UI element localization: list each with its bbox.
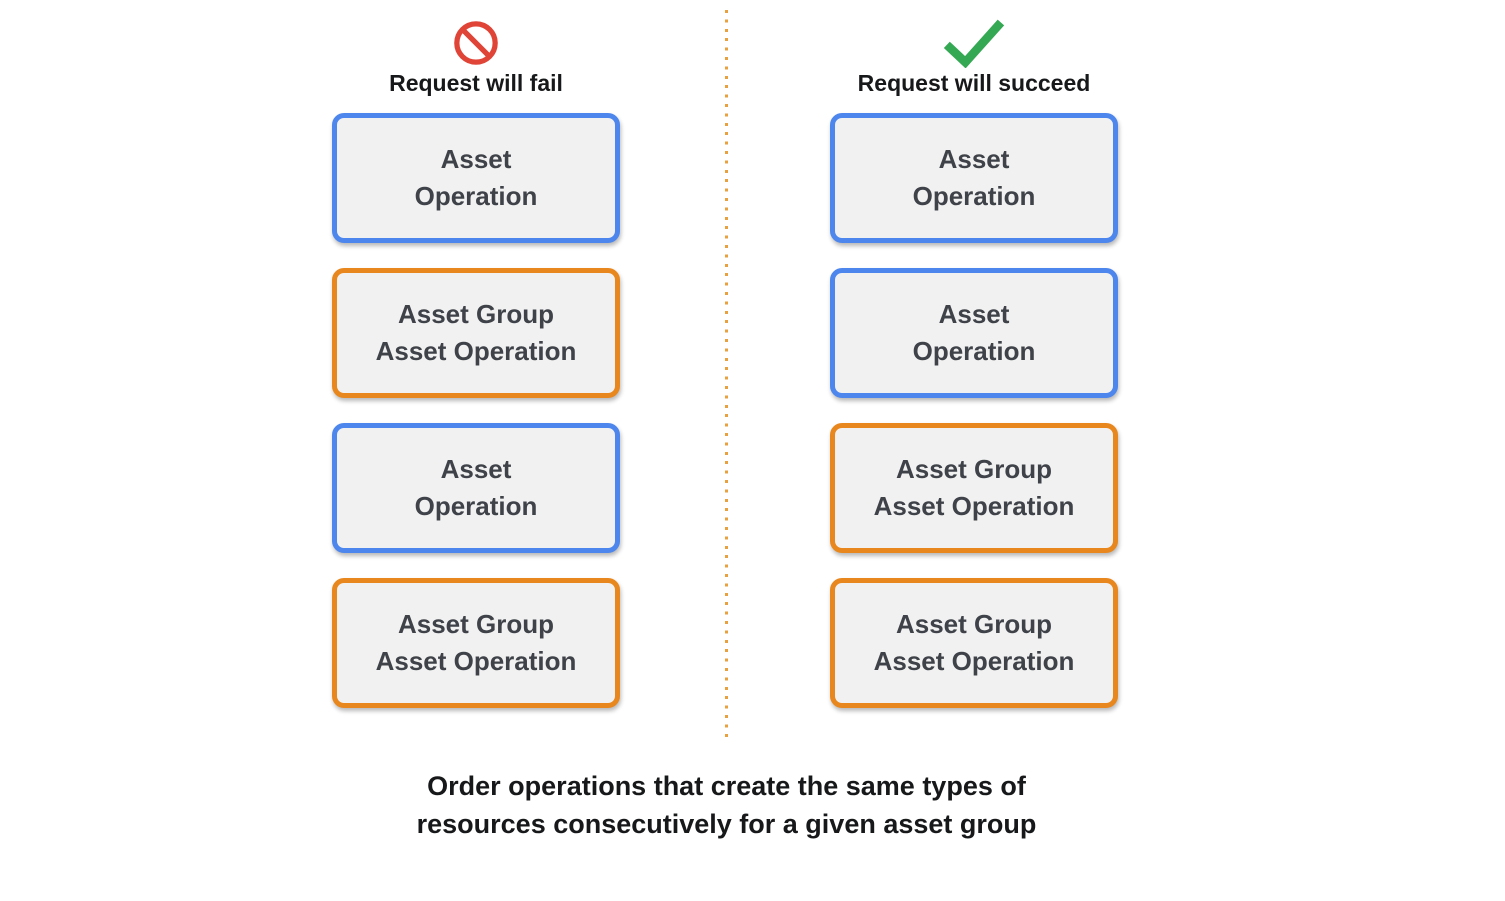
fail-column-title: Request will fail <box>389 70 563 96</box>
box-label-line: Asset Group <box>895 609 1052 639</box>
caption-line: resources consecutively for a given asse… <box>416 809 1037 839</box>
box-label: Asset Operation <box>415 451 538 525</box>
box-label-line: Asset Operation <box>873 491 1075 521</box>
box-label-line: Asset Operation <box>375 646 577 676</box>
box-label: Asset Operation <box>913 141 1036 215</box>
asset-group-asset-operation-box: Asset Group Asset Operation <box>332 578 620 708</box>
succeed-header: Request will succeed <box>830 19 1118 98</box>
box-label-line: Asset Group <box>895 454 1052 484</box>
box-label-line: Asset <box>938 144 1010 174</box>
asset-group-asset-operation-box: Asset Group Asset Operation <box>332 268 620 398</box>
asset-operation-box: Asset Operation <box>332 113 620 243</box>
fail-header: Request will fail <box>332 20 620 98</box>
box-label: Asset Operation <box>913 296 1036 370</box>
box-label-line: Asset Group <box>397 609 554 639</box>
box-label-line: Operation <box>912 181 1036 211</box>
box-label-line: Asset <box>938 299 1010 329</box>
box-label: Asset Group Asset Operation <box>874 606 1075 680</box>
box-label-line: Asset <box>440 144 512 174</box>
box-label: Asset Group Asset Operation <box>376 296 577 370</box>
asset-group-asset-operation-box: Asset Group Asset Operation <box>830 578 1118 708</box>
box-label-line: Asset Group <box>397 299 554 329</box>
box-label: Asset Group Asset Operation <box>376 606 577 680</box>
box-label: Asset Group Asset Operation <box>874 451 1075 525</box>
asset-group-asset-operation-box: Asset Group Asset Operation <box>830 423 1118 553</box>
box-label-line: Operation <box>912 336 1036 366</box>
box-label-line: Asset <box>440 454 512 484</box>
box-label: Asset Operation <box>415 141 538 215</box>
column-divider-dotted-line <box>725 10 728 737</box>
succeed-box-stack: Asset Operation Asset Operation Asset Gr… <box>830 113 1118 708</box>
fail-box-stack: Asset Operation Asset Group Asset Operat… <box>332 113 620 708</box>
succeed-column-title: Request will succeed <box>857 70 1091 96</box>
asset-operation-box: Asset Operation <box>830 268 1118 398</box>
caption: Order operations that create the same ty… <box>0 767 1453 843</box>
fail-column: Request will fail Asset Operation Asset … <box>332 20 620 708</box>
asset-operation-box: Asset Operation <box>830 113 1118 243</box>
caption-line: Order operations that create the same ty… <box>427 771 1026 801</box>
checkmark-icon <box>943 19 1005 68</box>
asset-operation-box: Asset Operation <box>332 423 620 553</box>
succeed-column: Request will succeed Asset Operation Ass… <box>830 19 1118 708</box>
box-label-line: Operation <box>414 491 538 521</box>
box-label-line: Asset Operation <box>375 336 577 366</box>
box-label-line: Asset Operation <box>873 646 1075 676</box>
prohibition-icon <box>453 20 499 66</box>
box-label-line: Operation <box>414 181 538 211</box>
